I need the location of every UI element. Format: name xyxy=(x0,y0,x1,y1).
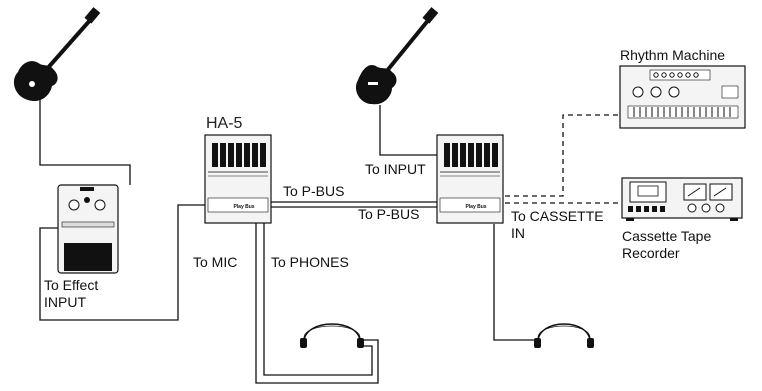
to-pbus-label-2: To P-BUS xyxy=(358,206,419,222)
to-mic-label: To MIC xyxy=(193,254,237,270)
ha5-faders xyxy=(208,143,268,177)
to-cassette-in-label: IN xyxy=(511,225,525,241)
wires xyxy=(39,95,622,384)
wire-ha5-mic xyxy=(255,222,379,384)
wire-unit2-phones xyxy=(493,224,536,341)
unit2-brand-label: Play Bus xyxy=(465,204,486,210)
to-phones-label: To PHONES xyxy=(271,254,349,270)
guitar-1-icon xyxy=(13,7,101,102)
wire-ha5-phones xyxy=(263,222,373,376)
wire-to-rhythm-machine xyxy=(505,114,620,197)
to-cassette-label: To CASSETTE xyxy=(511,208,604,224)
headphones-2-icon xyxy=(534,323,594,348)
cassette-recorder-icon xyxy=(621,177,743,221)
guitar-2-icon xyxy=(355,7,439,105)
headphones-1-icon xyxy=(300,323,364,348)
to-effect-label-line2: INPUT xyxy=(44,294,86,310)
ha5-label: HA-5 xyxy=(206,115,243,132)
second-ha-unit-icon: Play Bus xyxy=(436,134,504,224)
wire-guitar2-to-input xyxy=(379,105,437,156)
to-pbus-label-1: To P-BUS xyxy=(283,183,344,199)
rhythm-machine-icon xyxy=(619,65,746,129)
rhythm-machine-label: Rhythm Machine xyxy=(620,47,725,63)
cassette-label-line2: Recorder xyxy=(622,245,680,261)
cassette-label-line1: Cassette Tape xyxy=(622,228,711,244)
to-input-label: To INPUT xyxy=(365,161,426,177)
to-effect-label-line1: To Effect xyxy=(44,277,98,293)
wire-effect-to-ha5 xyxy=(39,204,205,321)
effect-pedal-icon xyxy=(57,184,119,274)
ha5-brand-label: Play Bus xyxy=(233,204,254,210)
wire-guitar1-to-effect xyxy=(39,95,131,185)
unit2-faders xyxy=(440,143,500,177)
ha5-unit-icon: Play Bus xyxy=(204,134,272,224)
